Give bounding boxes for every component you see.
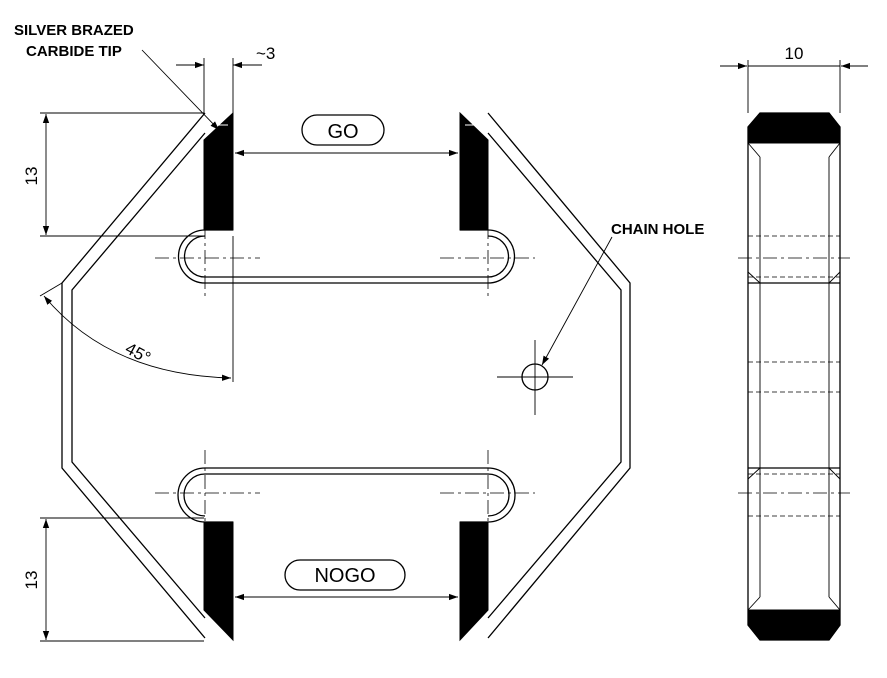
chain-hole-callout: CHAIN HOLE [541,221,704,366]
carbide-tip-bot-left [203,521,234,642]
bottom-height-dimension: 13 [22,517,204,642]
angle-dimension: 45° [39,236,234,382]
angle-value: 45° [122,339,154,368]
nogo-gauge: NOGO [235,559,458,601]
thickness-dimension: 10 [720,44,868,113]
tip-label-line1: SILVER BRAZED [14,22,134,39]
carbide-tip-bot-right [459,521,489,642]
bottom-height-value: 13 [22,571,41,590]
outline-right-inner [487,132,622,619]
outline-right-outer [487,112,631,639]
slot-bottom-outer [177,467,516,523]
slot-top-inner [183,235,510,278]
top-height-value: 13 [22,167,41,186]
tip-callout: SILVER BRAZED CARBIDE TIP [14,22,220,131]
top-height-dimension: 13 [22,112,204,237]
slot-top-outer [177,229,516,284]
tip-width-value: ~3 [256,44,275,63]
carbide-tip-top-left [203,111,234,231]
side-view [738,112,850,641]
go-label: GO [327,121,358,143]
carbide-tip-top-right [459,111,489,231]
side-body [747,112,841,641]
tip-width-dimension: ~3 [176,44,275,113]
outline-left-outer [61,112,206,639]
thickness-value: 10 [785,44,804,63]
side-tip-bottom [747,609,841,641]
front-view [61,111,631,642]
slot-bottom-inner [183,473,510,517]
side-tip-top [747,112,841,144]
outline-left-inner [71,132,206,619]
tip-label-line2: CARBIDE TIP [26,43,122,60]
go-gauge: GO [235,114,458,157]
nogo-label: NOGO [314,565,375,587]
chain-hole-label: CHAIN HOLE [611,221,704,238]
